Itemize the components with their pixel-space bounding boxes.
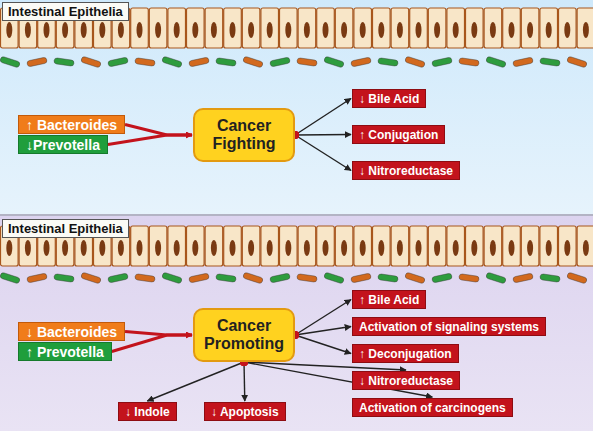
node-label: Intestinal Epithelia [8,221,123,236]
node-label: ↓ Nitroreductase [359,374,453,388]
effect-box: Activation of signaling systems [352,317,546,336]
bacteria-box: ↓Prevotella [18,135,108,154]
node-label: ↓ Bile Acid [359,92,419,106]
bacteria-box: ↓ Bacteroides [18,322,125,341]
node-label: ↑ Bacteroides [26,117,117,133]
node-label: ↑ Bile Acid [359,293,419,307]
node-label: Intestinal Epithelia [8,4,123,19]
node-label: ↑ Conjugation [359,128,438,142]
arrow-connector [108,135,192,145]
effect-box: ↓ Apoptosis [204,402,286,421]
bottom-panel [0,216,593,431]
outcome-box: Cancer Promoting [193,308,295,362]
bacteria-box: ↑ Bacteroides [18,115,125,134]
arrow-connector [295,327,351,336]
arrow-connector [147,362,244,401]
node-label: ↑ Prevotella [26,344,104,360]
bacteria-box: ↑ Prevotella [18,342,112,361]
node-label: Activation of signaling systems [359,320,539,334]
effect-box: ↓ Nitroreductase [352,371,460,390]
effect-box: ↑ Bile Acid [352,290,426,309]
arrow-connector [295,135,351,171]
arrow-connector [295,300,351,336]
arrow-connector [295,99,351,136]
effect-box: ↑ Conjugation [352,125,445,144]
top-panel [0,0,593,214]
effect-box: Activation of carcinogens [352,398,513,417]
effect-box: ↑ Deconjugation [352,344,459,363]
node-label: ↑ Deconjugation [359,347,452,361]
outcome-box: Cancer Fighting [193,108,295,162]
arrow-connector [295,134,351,136]
effect-box: ↓ Indole [118,402,177,421]
bacteria [0,56,587,68]
effect-box: ↓ Bile Acid [352,89,426,108]
node-label: ↓ Bacteroides [26,324,117,340]
panel-label: Intestinal Epithelia [2,2,129,21]
node-label: Activation of carcinogens [359,401,506,415]
node-label: ↓ Indole [125,405,170,419]
arrow-connector [295,335,351,354]
node-label: ↓Prevotella [26,137,100,153]
node-label: ↓ Apoptosis [211,405,279,419]
node-label: Cancer Fighting [195,117,293,154]
arrow-connector [243,362,245,401]
panel-divider [0,214,593,216]
node-label: Cancer Promoting [195,317,293,354]
panel-label: Intestinal Epithelia [2,219,129,238]
node-label: ↓ Nitroreductase [359,164,453,178]
arrow-connector [125,125,192,136]
effect-box: ↓ Nitroreductase [352,161,460,180]
bacteria [0,272,587,284]
